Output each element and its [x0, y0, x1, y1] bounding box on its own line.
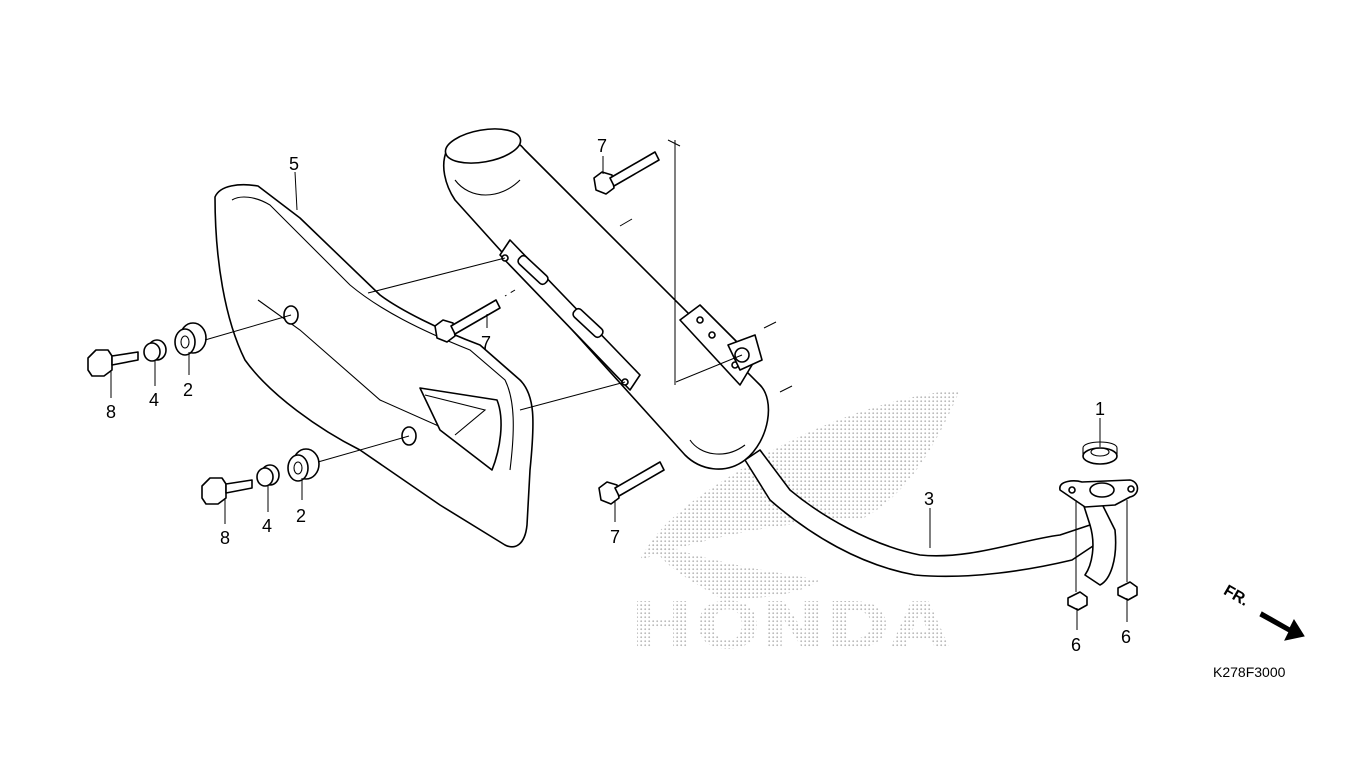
callout-6-left: 6	[1071, 635, 1081, 655]
honda-wing-watermark	[640, 390, 960, 599]
flange-bolt-upper-part	[87, 349, 139, 377]
callout-6-right: 6	[1121, 627, 1131, 647]
callout-1: 1	[1095, 399, 1105, 419]
front-arrow-icon	[1259, 611, 1305, 641]
front-direction-indicator: FR.	[1221, 582, 1305, 641]
cap-nut-right-part	[1117, 581, 1138, 601]
front-direction-label: FR.	[1221, 582, 1252, 610]
flange-bolt-lower-part	[201, 477, 253, 505]
callout-4-upper: 4	[149, 390, 159, 410]
callout-2-upper: 2	[183, 380, 193, 400]
collar-upper-part	[143, 339, 167, 362]
callout-2-lower: 2	[296, 506, 306, 526]
callout-4-lower: 4	[262, 516, 272, 536]
bolt-lower-part	[598, 461, 665, 505]
callout-7-lower: 7	[610, 527, 620, 547]
rubber-mount-lower-part	[287, 448, 320, 482]
alignment-lines	[204, 139, 1128, 592]
cap-nut-left-part	[1067, 591, 1088, 611]
callout-5: 5	[289, 154, 299, 174]
bolt-upper-part	[593, 151, 660, 195]
collar-lower-part	[256, 464, 280, 487]
callout-7-middle: 7	[481, 333, 491, 353]
rubber-mount-upper-part	[174, 322, 207, 356]
callout-7-upper: 7	[597, 136, 607, 156]
honda-watermark-text: HONDA	[630, 590, 951, 664]
exhaust-pipe-part	[744, 449, 1139, 586]
heat-protector-part	[214, 183, 534, 548]
callout-8-upper: 8	[106, 402, 116, 422]
muffler-part	[443, 128, 770, 470]
callout-3: 3	[924, 489, 934, 509]
callout-leaders	[110, 156, 1128, 630]
bolt-middle-part	[434, 299, 501, 343]
callout-8-lower: 8	[220, 528, 230, 548]
diagram-code: K278F3000	[1213, 664, 1286, 680]
